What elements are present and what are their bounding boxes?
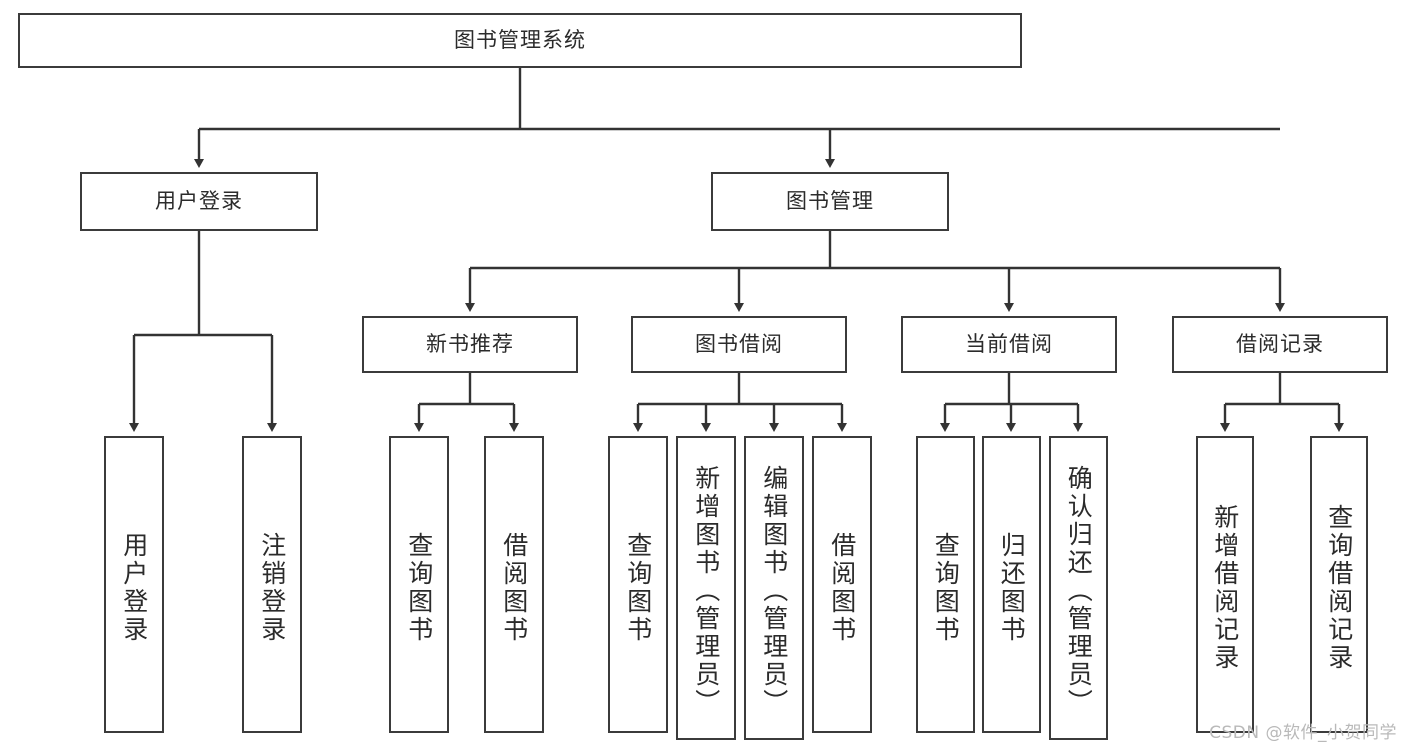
leaf-edit-book-admin[interactable]: 编辑图书（管理员） [744,436,804,740]
leaf-query-book-borrow[interactable]: 查询图书 [608,436,668,733]
node-user-login[interactable]: 用户登录 [80,172,318,231]
leaf-return-book[interactable]: 归还图书 [982,436,1041,733]
leaf-query-book-current[interactable]: 查询图书 [916,436,975,733]
leaf-user-login[interactable]: 用户登录 [104,436,164,733]
leaf-add-borrow-record[interactable]: 新增借阅记录 [1196,436,1254,733]
watermark: CSDN @软件_小贺同学 [1209,723,1397,743]
node-current-borrow[interactable]: 当前借阅 [901,316,1117,373]
leaf-query-book-recommend[interactable]: 查询图书 [389,436,449,733]
leaf-confirm-return-admin[interactable]: 确认归还（管理员） [1049,436,1108,740]
node-book-borrow[interactable]: 图书借阅 [631,316,847,373]
node-book-management[interactable]: 图书管理 [711,172,949,231]
leaf-user-logout[interactable]: 注销登录 [242,436,302,733]
node-root[interactable]: 图书管理系统 [18,13,1022,68]
leaf-borrow-book[interactable]: 借阅图书 [812,436,872,733]
node-new-book-recommend[interactable]: 新书推荐 [362,316,578,373]
leaf-add-book-admin[interactable]: 新增图书（管理员） [676,436,736,740]
leaf-borrow-book-recommend[interactable]: 借阅图书 [484,436,544,733]
leaf-query-borrow-record[interactable]: 查询借阅记录 [1310,436,1368,733]
node-borrow-record[interactable]: 借阅记录 [1172,316,1388,373]
